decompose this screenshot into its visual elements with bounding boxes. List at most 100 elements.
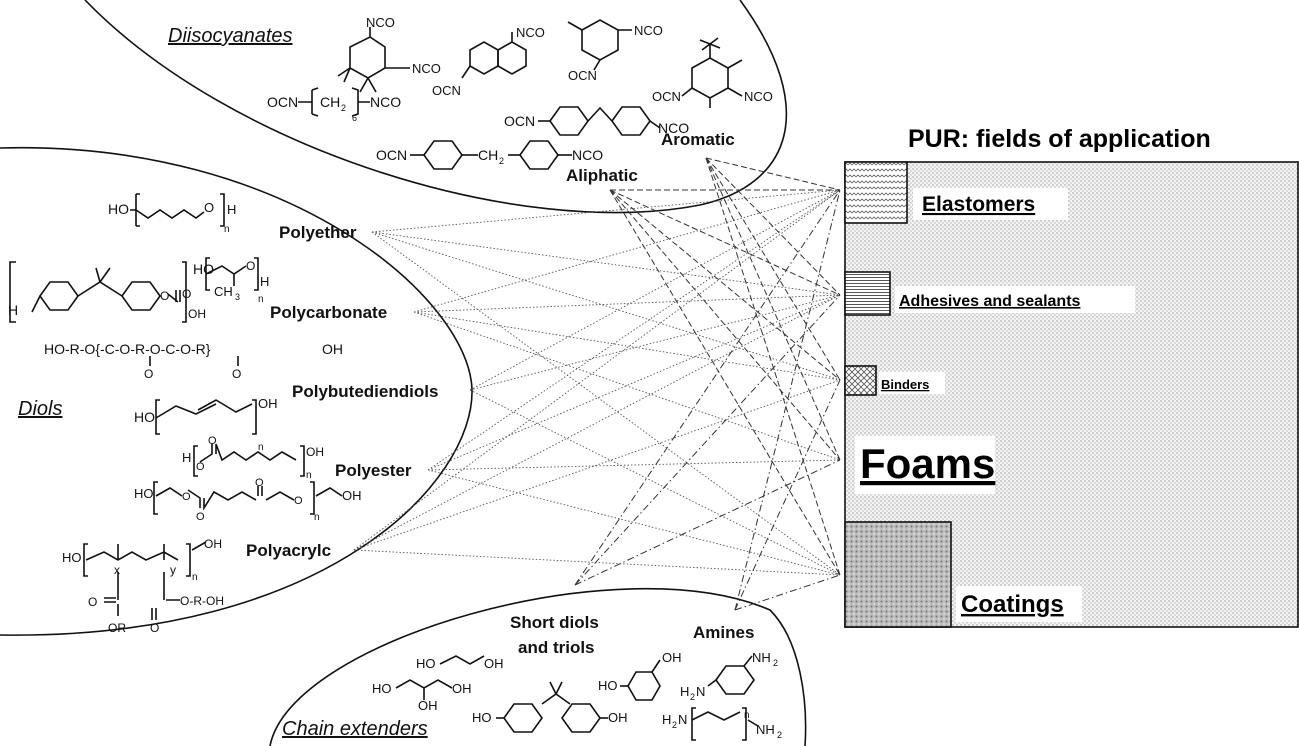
polyacrylate-structure: HO x y OH n O OR O O-R-OH <box>62 537 224 635</box>
svg-text:OCN: OCN <box>504 113 535 129</box>
svg-text:HO: HO <box>62 550 82 565</box>
svg-text:OCN: OCN <box>267 94 298 110</box>
svg-text:HO: HO <box>472 710 492 725</box>
svg-text:NH: NH <box>752 650 771 665</box>
svg-text:OH: OH <box>608 710 628 725</box>
svg-text:O: O <box>294 495 303 507</box>
diols-label: Diols <box>18 398 62 420</box>
aromatic-label: Aromatic <box>661 130 735 149</box>
ipdi-structure: NCO NCO <box>337 15 441 93</box>
svg-text:OH: OH <box>484 656 504 671</box>
coatings-label: Coatings <box>961 591 1064 618</box>
svg-text:OH: OH <box>662 650 682 665</box>
svg-text:n: n <box>306 470 312 481</box>
svg-text:H: H <box>662 712 671 727</box>
svg-text:n: n <box>258 442 264 453</box>
svg-text:N: N <box>696 684 705 699</box>
glycerol-structure: HO OH OH <box>372 679 472 713</box>
extender-connection-lines <box>574 189 841 611</box>
svg-text:OH: OH <box>204 537 222 551</box>
diisocyanate-connection-lines <box>609 157 841 576</box>
svg-text:OH: OH <box>258 396 278 411</box>
polycarbonate-aliphatic-structure: HO-R-O{-C-O-R-O-C-O-R} OH O O <box>44 341 343 381</box>
svg-text:2: 2 <box>341 103 346 113</box>
mdi-structure: OCN NCO <box>504 106 689 136</box>
svg-text:n: n <box>258 294 264 305</box>
elastomers-swatch <box>844 161 908 224</box>
aliphatic-label: Aliphatic <box>566 166 638 185</box>
elastomers-label: Elastomers <box>922 193 1035 216</box>
svg-text:n: n <box>314 512 320 523</box>
svg-text:O: O <box>160 289 169 303</box>
diamine-chain-structure: H 2 N n NH 2 <box>662 707 782 741</box>
svg-text:O: O <box>232 367 241 381</box>
svg-text:n: n <box>192 572 198 583</box>
polybutadiene-diol-structure: HO OH n <box>134 396 278 453</box>
svg-text:HO: HO <box>416 656 436 671</box>
svg-text:O: O <box>196 511 205 523</box>
svg-text:H: H <box>260 274 269 289</box>
svg-text:OR: OR <box>108 621 126 635</box>
ndi-structure: NCO OCN <box>432 25 545 98</box>
svg-text:OH: OH <box>322 341 343 357</box>
polybutediendiols-label: Polybutediendiols <box>292 382 438 401</box>
svg-text:NCO: NCO <box>412 61 441 76</box>
binders-label: Binders <box>881 377 929 392</box>
svg-text:HO: HO <box>372 681 392 696</box>
svg-text:2: 2 <box>690 692 695 702</box>
svg-text:n: n <box>744 710 750 721</box>
svg-text:HO: HO <box>193 261 214 277</box>
svg-text:OCN: OCN <box>376 147 407 163</box>
svg-text:OH: OH <box>342 488 362 503</box>
svg-text:HO: HO <box>134 486 154 501</box>
svg-text:y: y <box>170 563 176 577</box>
svg-text:O: O <box>144 367 153 381</box>
amines-label: Amines <box>693 623 754 642</box>
polycarbonate-label: Polycarbonate <box>270 303 387 322</box>
polyester-label: Polyester <box>335 461 412 480</box>
svg-text:O: O <box>88 595 97 609</box>
short-diols-label-line1: Short diols <box>510 613 599 632</box>
hmdi-structure: OCN CH 2 NCO <box>376 140 603 170</box>
svg-text:O: O <box>204 200 214 215</box>
polypropylene-glycol-structure: HO CH 3 O H n <box>193 257 269 305</box>
svg-text:OH: OH <box>418 698 438 713</box>
svg-text:NCO: NCO <box>516 25 545 40</box>
svg-text:O: O <box>255 477 264 489</box>
svg-text:NCO: NCO <box>658 120 689 136</box>
svg-text:O: O <box>246 259 255 273</box>
svg-text:NH: NH <box>756 722 775 737</box>
adhesives-label: Adhesives and sealants <box>899 293 1081 310</box>
svg-text:O: O <box>196 461 205 473</box>
chain-extenders-region-curve <box>269 587 807 746</box>
hydroquinone-structure: HO OH <box>598 650 682 701</box>
application-title: PUR: fields of application <box>908 125 1211 153</box>
svg-text:OH: OH <box>452 681 472 696</box>
svg-text:H: H <box>8 302 18 318</box>
diols-region-curve <box>0 147 473 636</box>
svg-text:H: H <box>680 684 689 699</box>
svg-text:O: O <box>150 621 159 635</box>
svg-text:OCN: OCN <box>432 83 461 98</box>
polycarbonate-aromatic-structure: H O O OH <box>8 261 206 323</box>
svg-text:OCN: OCN <box>568 68 597 83</box>
foams-label: Foams <box>860 440 995 487</box>
diisocyanates-label: Diisocyanates <box>168 25 293 47</box>
svg-text:x: x <box>114 563 120 577</box>
svg-text:2: 2 <box>499 156 504 166</box>
polyester-adipate-structure: HO O O O O OH n <box>134 477 362 523</box>
svg-text:O-R-OH: O-R-OH <box>180 594 224 608</box>
svg-text:N: N <box>678 712 687 727</box>
svg-text:CH: CH <box>478 147 498 163</box>
svg-text:NCO: NCO <box>744 89 773 104</box>
svg-text:HO: HO <box>598 678 618 693</box>
svg-text:NCO: NCO <box>370 94 401 110</box>
polyacrylc-label: Polyacrylc <box>246 541 331 560</box>
svg-text:HO: HO <box>134 409 155 425</box>
svg-text:CH: CH <box>214 284 233 299</box>
hdi-structure: OCN CH 2 6 NCO <box>267 87 401 123</box>
ethylene-glycol-structure: HO OH <box>416 655 504 671</box>
svg-text:NCO: NCO <box>572 147 603 163</box>
polyether-label: Polyether <box>279 223 357 242</box>
